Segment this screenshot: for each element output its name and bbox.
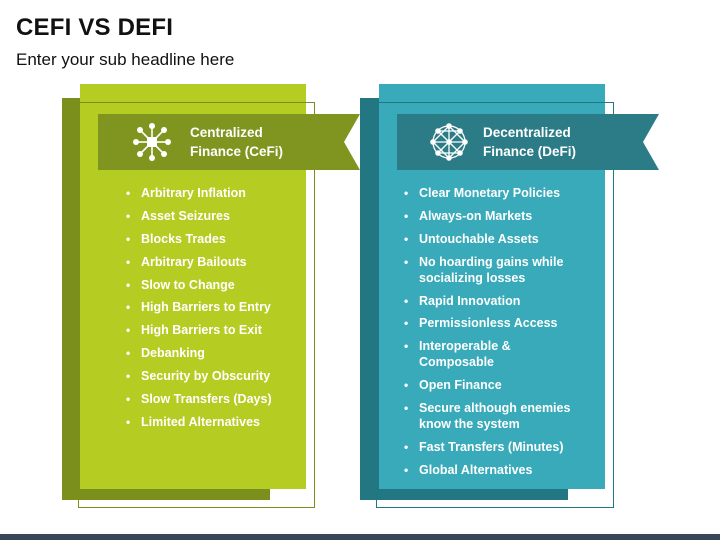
cefi-list-item: Slow Transfers (Days)	[126, 391, 294, 407]
cefi-list-item: Asset Seizures	[126, 208, 294, 224]
defi-list-item: Global Alternatives	[404, 462, 572, 478]
bottom-bar	[0, 534, 720, 540]
defi-list: Clear Monetary PoliciesAlways-on Markets…	[404, 185, 572, 485]
cefi-list-item: Security by Obscurity	[126, 368, 294, 384]
cefi-card-frame	[78, 102, 315, 508]
cefi-ribbon: Centralized Finance (CeFi)	[98, 114, 360, 170]
defi-list-item: Interoperable & Composable	[404, 338, 572, 370]
defi-list-item: Always-on Markets	[404, 208, 572, 224]
page-subtitle: Enter your sub headline here	[16, 50, 235, 69]
defi-list-item: No hoarding gains while socializing loss…	[404, 254, 572, 286]
cefi-list-item: Blocks Trades	[126, 231, 294, 247]
defi-ribbon: Decentralized Finance (DeFi)	[397, 114, 659, 170]
defi-title-line1: Decentralized	[483, 125, 571, 140]
defi-list-item: Untouchable Assets	[404, 231, 572, 247]
cefi-title-line1: Centralized	[190, 125, 263, 140]
defi-list-item: Secure although enemies know the system	[404, 400, 572, 432]
cefi-list-item: Slow to Change	[126, 277, 294, 293]
cefi-list-item: Debanking	[126, 345, 294, 361]
cefi-title: Centralized Finance (CeFi)	[190, 123, 283, 161]
cefi-list-item: Arbitrary Bailouts	[126, 254, 294, 270]
page-title: CEFI VS DEFI	[16, 14, 174, 41]
defi-list-item: Rapid Innovation	[404, 293, 572, 309]
defi-list-item: Open Finance	[404, 377, 572, 393]
defi-title-line2: Finance (DeFi)	[483, 144, 577, 159]
cefi-list: Arbitrary InflationAsset SeizuresBlocks …	[126, 185, 294, 437]
cefi-list-item: High Barriers to Entry	[126, 299, 294, 315]
decentralized-network-icon	[427, 121, 471, 163]
defi-card-frame	[376, 102, 614, 508]
defi-list-item: Permissionless Access	[404, 315, 572, 331]
centralized-network-icon	[130, 121, 174, 163]
cefi-title-line2: Finance (CeFi)	[190, 144, 284, 159]
cefi-list-item: Arbitrary Inflation	[126, 185, 294, 201]
cefi-list-item: Limited Alternatives	[126, 414, 294, 430]
defi-list-item: Fast Transfers (Minutes)	[404, 439, 572, 455]
defi-list-item: Clear Monetary Policies	[404, 185, 572, 201]
cefi-list-item: High Barriers to Exit	[126, 322, 294, 338]
defi-ribbon-shape	[397, 114, 659, 170]
defi-title: Decentralized Finance (DeFi)	[483, 123, 576, 161]
